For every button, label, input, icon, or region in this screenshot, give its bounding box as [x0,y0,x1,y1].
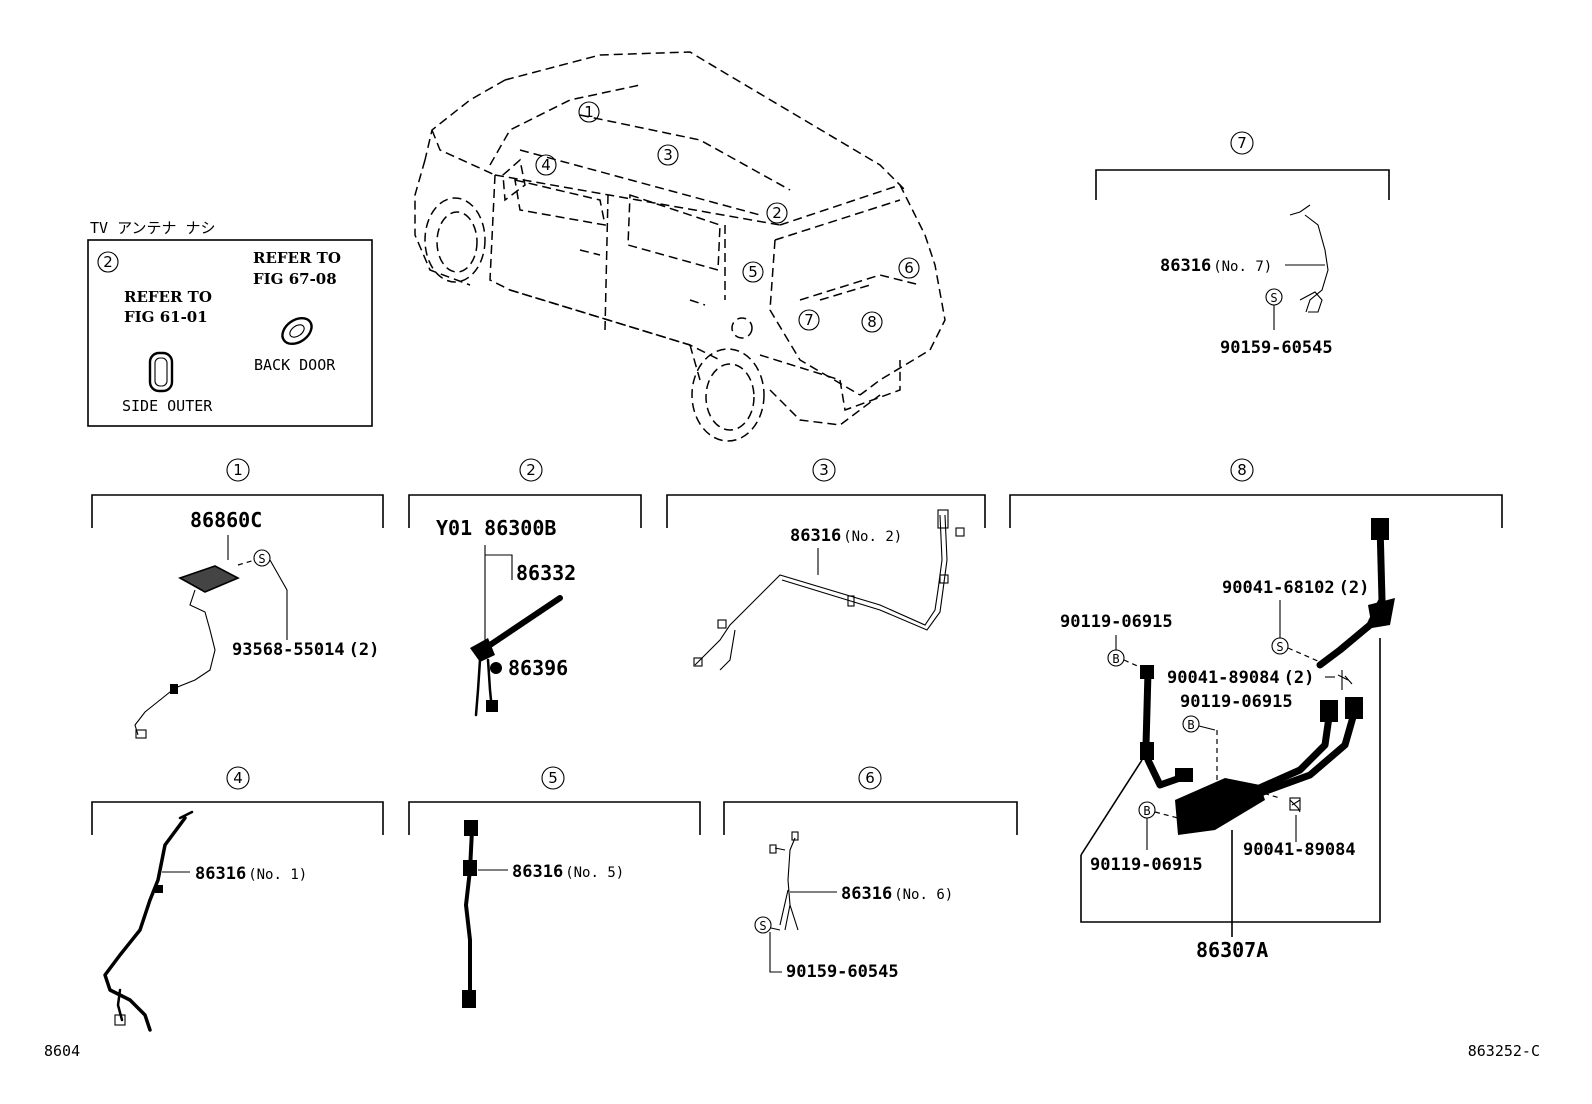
group-8-label: 8 [1237,461,1247,479]
inset-left-ref-1: REFER TO [124,288,212,306]
group-8-part-7: 86307A [1196,938,1268,962]
inset-callout: 2 [103,253,113,271]
inset-right-ref-1: REFER TO [253,249,341,267]
callout-1: 1 [584,103,594,121]
group-2-label: 2 [526,461,536,479]
group-5-label: 5 [548,769,558,787]
group-5: 5 86316(No. 5) [408,766,701,1008]
side-outer-grommet-icon [148,351,174,393]
inset-right-ref-2: FIG 67-08 [253,270,337,288]
group-8-part-4: 90119-06915 [1180,692,1293,712]
group-1-part-2: 93568-55014(2) [232,640,379,660]
group-8-b-symbol-2: B [1187,718,1194,732]
group-8-part-5: 90119-06915 [1090,855,1203,875]
group-1-part-1: 86860C [190,508,262,532]
callout-6: 6 [904,259,914,277]
group-1-label: 1 [233,461,243,479]
group-3: 3 86316(No. 2) [666,458,986,671]
inset-left-caption: SIDE OUTER [122,397,213,415]
group-2-part-1: Y01 86300B [436,516,556,540]
inset-no-tv-antenna: TV アンテナ ナシ 2 REFER TO FIG 61-01 REFER TO… [87,219,373,427]
vehicle-callouts: 1 2 3 4 5 6 7 8 [535,101,920,333]
inset-left-ref-2: FIG 61-01 [124,308,208,326]
group-1: 1 86860C S 93568-55014(2) [91,458,384,739]
group-8-part-3: 90041-89084(2) [1167,668,1314,688]
group-7: 7 86316(No. 7) S 90159-60545 [1095,131,1390,358]
group-6-label: 6 [865,769,875,787]
group-6: 6 86316(No. 6) S 90159-60545 [723,766,1018,982]
footer-left: 8604 [44,1042,80,1060]
group-8-b-symbol-1: B [1112,652,1119,666]
back-door-grommet-icon [281,316,313,346]
group-8-part-2: 90119-06915 [1060,612,1173,632]
group-7-label: 7 [1237,134,1247,152]
callout-8: 8 [867,313,877,331]
group-6-part-2: 90159-60545 [786,962,899,982]
group-4: 4 86316(No. 1) [91,766,384,1032]
vehicle-outline [414,51,946,442]
group-4-label: 4 [233,769,243,787]
group-3-label: 3 [819,461,829,479]
group-8-s-symbol: S [1276,640,1283,654]
group-7-s-symbol: S [1270,291,1277,305]
group-8-part-6: 90041-89084 [1243,840,1356,860]
group-6-part-1: 86316(No. 6) [841,884,953,904]
group-8-b-symbol-3: B [1143,804,1150,818]
group-3-part-1: 86316(No. 2) [790,526,902,546]
callout-2: 2 [772,204,782,222]
inset-title: TV アンテナ ナシ [90,219,216,237]
group-2-part-3: 86396 [508,656,568,680]
group-4-part-1: 86316(No. 1) [195,864,307,884]
callout-4: 4 [541,156,551,174]
inset-right-caption: BACK DOOR [254,356,336,374]
group-2-part-2: 86332 [516,561,576,585]
group-7-part-2: 90159-60545 [1220,338,1333,358]
footer-right: 863252-C [1468,1042,1540,1060]
group-8: 8 90041-68102(2) S 90041-89084(2) 90119-… [1009,458,1503,962]
group-7-part-1: 86316(No. 7) [1160,256,1272,276]
group-6-s-symbol: S [759,919,766,933]
group-1-s-symbol: S [258,552,265,566]
group-5-part-1: 86316(No. 5) [512,862,624,882]
group-8-part-1: 90041-68102(2) [1222,578,1369,598]
callout-5: 5 [748,263,758,281]
group-2: 2 Y01 86300B 86332 86396 [408,458,642,717]
callout-7: 7 [804,311,814,329]
callout-3: 3 [663,146,673,164]
